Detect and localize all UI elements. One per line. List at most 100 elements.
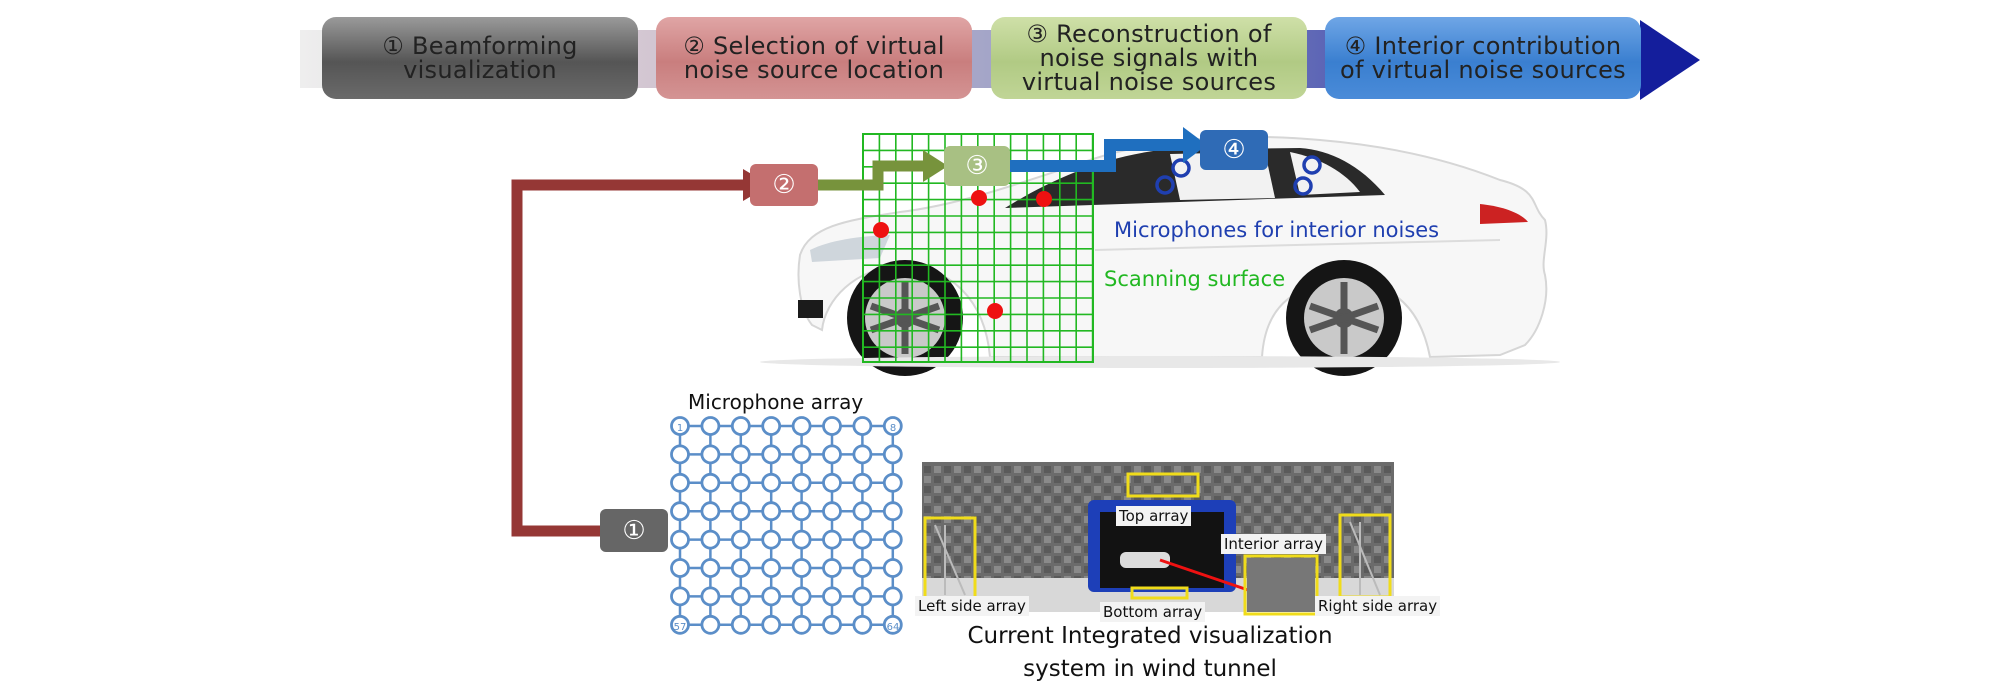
foam-tile <box>994 526 1001 533</box>
foam-tile <box>1144 486 1151 493</box>
foam-tile <box>1084 506 1091 513</box>
foam-tile <box>1064 536 1071 543</box>
foam-tile <box>1164 486 1171 493</box>
foam-tile <box>1264 486 1271 493</box>
noise-source-point <box>971 190 987 206</box>
microphone <box>882 529 903 550</box>
foam-tile <box>1324 536 1331 543</box>
foam-tile <box>1094 486 1101 493</box>
foam-tile <box>1024 536 1031 543</box>
microphone <box>700 586 721 607</box>
foam-tile <box>1344 516 1351 523</box>
foam-tile <box>1024 476 1031 483</box>
microphone <box>700 416 721 436</box>
foam-tile <box>1084 566 1091 573</box>
microphone <box>882 614 903 635</box>
foam-tile <box>1084 516 1091 523</box>
foam-tile <box>1134 486 1141 493</box>
foam-tile <box>1004 566 1011 573</box>
foam-tile <box>934 566 941 573</box>
foam-tile <box>1294 506 1301 513</box>
scanning-surface-label: Scanning surface <box>1104 267 1286 291</box>
foam-tile <box>1054 536 1061 543</box>
foam-tile <box>1004 556 1011 563</box>
foam-tile <box>1374 566 1381 573</box>
foam-tile <box>1044 546 1051 553</box>
foam-tile <box>994 466 1001 473</box>
foam-tile <box>934 506 941 513</box>
left-side-array-label: Left side array <box>915 596 1029 616</box>
foam-tile <box>1274 526 1281 533</box>
foam-tile <box>1324 546 1331 553</box>
foam-tile <box>1314 476 1321 483</box>
foam-tile <box>1284 496 1291 503</box>
foam-tile <box>1324 476 1331 483</box>
foam-tile <box>1134 476 1141 483</box>
caption: Current Integrated visualization system … <box>940 620 1360 686</box>
foam-tile <box>1074 516 1081 523</box>
foam-tile <box>1334 566 1341 573</box>
foam-tile <box>1244 516 1251 523</box>
foam-tile <box>1354 516 1361 523</box>
foam-tile <box>1084 486 1091 493</box>
foam-tile <box>1024 546 1031 553</box>
caption-line1: Current Integrated visualization <box>967 623 1333 649</box>
foam-tile <box>1004 516 1011 523</box>
foam-tile <box>1294 476 1301 483</box>
foam-tile <box>1014 536 1021 543</box>
foam-tile <box>1014 506 1021 513</box>
badge-step-4: ④ <box>1200 130 1268 170</box>
microphone <box>882 501 903 522</box>
foam-tile <box>1344 506 1351 513</box>
foam-tile <box>1254 506 1261 513</box>
foam-tile <box>1084 536 1091 543</box>
foam-tile <box>964 506 971 513</box>
foam-tile <box>1044 476 1051 483</box>
microphone <box>822 558 842 578</box>
foam-tile <box>1004 536 1011 543</box>
foam-tile <box>1374 476 1381 483</box>
microphone <box>700 444 721 465</box>
foam-tile <box>1374 466 1381 473</box>
microphone <box>670 501 690 522</box>
foam-tile <box>994 506 1001 513</box>
step-1-line1: ① Beamforming <box>382 32 578 60</box>
foam-tile <box>1044 566 1051 573</box>
foam-tile <box>1054 556 1061 563</box>
foam-tile <box>1354 546 1361 553</box>
foam-tile <box>1384 536 1391 543</box>
foam-tile <box>1334 516 1341 523</box>
foam-tile <box>934 476 941 483</box>
microphone <box>670 558 690 578</box>
foam-tile <box>1374 496 1381 503</box>
foam-tile <box>1074 496 1081 503</box>
foam-tile <box>1094 496 1101 503</box>
foam-tile <box>1264 496 1271 503</box>
foam-tile <box>1014 566 1021 573</box>
microphone <box>822 501 842 522</box>
microphone <box>670 586 690 607</box>
foam-tile <box>964 556 971 563</box>
foam-tile <box>1354 566 1361 573</box>
foam-tile <box>1064 496 1071 503</box>
foam-tile <box>1384 566 1391 573</box>
foam-tile <box>1304 476 1311 483</box>
foam-tile <box>1254 526 1261 533</box>
foam-tile <box>1154 466 1161 473</box>
foam-tile <box>1044 506 1051 513</box>
foam-tile <box>1064 526 1071 533</box>
foam-tile <box>1074 546 1081 553</box>
foam-tile <box>994 476 1001 483</box>
foam-tile <box>1294 516 1301 523</box>
foam-tile <box>1044 536 1051 543</box>
foam-tile <box>1054 476 1061 483</box>
foam-tile <box>1164 496 1171 503</box>
foam-tile <box>1004 486 1011 493</box>
foam-tile <box>974 466 981 473</box>
foam-tile <box>1264 526 1271 533</box>
foam-tile <box>974 536 981 543</box>
foam-tile <box>1254 486 1261 493</box>
foam-tile <box>1314 496 1321 503</box>
foam-tile <box>1324 556 1331 563</box>
step-4-box: ④ Interior contribution of virtual noise… <box>1325 17 1641 99</box>
